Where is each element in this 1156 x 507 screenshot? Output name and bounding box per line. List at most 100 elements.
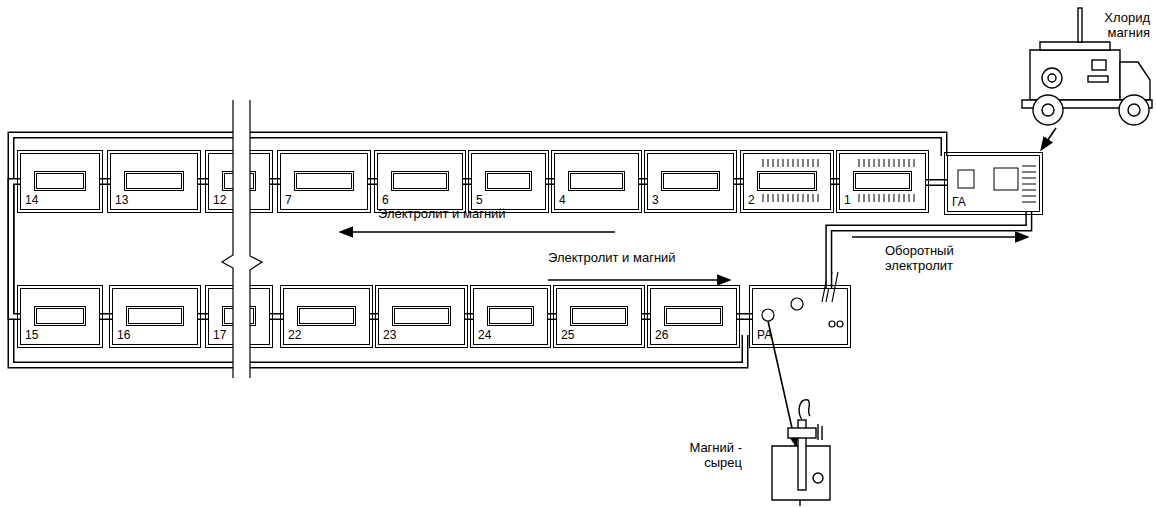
electrolysis-cell: 1 [839, 153, 926, 210]
channel-inner [270, 180, 280, 184]
electrolysis-cell: 24 [473, 288, 548, 345]
channel-outline [270, 313, 283, 320]
cell-number: ГА [952, 195, 1035, 209]
channel-inner [926, 181, 947, 185]
cell-number: 12 [213, 193, 265, 207]
melt-channel [548, 316, 556, 317]
truck-illustration [1022, 8, 1152, 125]
cell-number: 7 [285, 193, 363, 207]
electrolysis-cell: 2 [743, 153, 831, 210]
electrolysis-cell: 4 [554, 153, 639, 210]
channel-inner [642, 315, 650, 319]
electrolysis-cell: 14 [20, 153, 100, 210]
channel-inner [548, 315, 556, 319]
cell-number: 17 [213, 328, 265, 342]
melt-channel [368, 181, 377, 182]
cell-number: 24 [478, 328, 543, 342]
cell-number: 15 [25, 328, 95, 342]
channel-outline [270, 178, 280, 185]
melt-channel [270, 181, 280, 182]
melt-channel [734, 181, 743, 182]
channel-outline [642, 313, 650, 320]
cell-number: 23 [383, 328, 460, 342]
channel-outline [639, 178, 647, 185]
cell-number: 14 [25, 193, 95, 207]
channel-inner [734, 180, 743, 184]
channel-outline [370, 313, 378, 320]
anode-slot [36, 173, 84, 189]
channel-outline [546, 178, 554, 185]
anode-slot [36, 308, 84, 324]
electrolysis-cell: 7 [280, 153, 368, 210]
cell-number: 6 [382, 193, 458, 207]
channel-outline [926, 179, 947, 186]
cell-number: 22 [288, 328, 365, 342]
melt-channel [100, 316, 112, 317]
anode-slot [489, 308, 532, 324]
channel-outline [100, 313, 112, 320]
channel-inner [100, 180, 110, 184]
anode-slot [570, 173, 623, 189]
cell-number: 16 [117, 328, 193, 342]
flow-label: Магний - сырец [676, 440, 742, 470]
channel-outline [548, 313, 556, 320]
channel-inner [465, 315, 473, 319]
melt-channel [11, 182, 20, 317]
melt-channel [198, 181, 208, 182]
melt-channel [198, 316, 208, 317]
electrolysis-cell: 17 [208, 288, 270, 345]
electrolysis-cell: 3 [647, 153, 734, 210]
channel-inner [368, 180, 377, 184]
cell-number: 5 [476, 193, 541, 207]
melt-channel [100, 181, 110, 182]
electrolysis-cell: 23 [378, 288, 465, 345]
melt-channel [463, 181, 471, 182]
channel-outline [734, 178, 743, 185]
channel-inner [198, 315, 208, 319]
electrolysis-cell: 13 [110, 153, 198, 210]
outer-channel [11, 135, 944, 365]
channel-outline [198, 313, 208, 320]
melt-channel [546, 181, 554, 182]
electrolysis-cell: 6 [377, 153, 463, 210]
electrolysis-cell: 25 [556, 288, 642, 345]
channel-inner [737, 315, 752, 319]
channel-outline [737, 313, 752, 320]
flow-label: Хлорид магния [1070, 10, 1150, 40]
electrolysis-cell: 12 [208, 153, 270, 210]
channel-inner [270, 315, 283, 319]
melt-channel [831, 181, 839, 182]
channel-inner [370, 315, 378, 319]
anode-slot [487, 173, 530, 189]
channel-outline [465, 313, 473, 320]
head-unit-parts [958, 166, 1036, 202]
channel-inner [546, 180, 554, 184]
cell-number: 13 [115, 193, 193, 207]
melt-channel [642, 316, 650, 317]
electrolysis-cell: 22 [283, 288, 370, 345]
anode-slot [126, 173, 182, 189]
anode-slot [663, 173, 718, 189]
channel-outline [831, 178, 839, 185]
cell-number: 2 [748, 193, 826, 207]
melt-channel [926, 182, 947, 183]
melt-channel [639, 181, 647, 182]
channel-outline [100, 178, 110, 185]
flow-arrows [340, 128, 1056, 446]
electrolysis-cell: 5 [471, 153, 546, 210]
channel-outline [829, 212, 1029, 288]
anode-slot [299, 308, 354, 324]
electrolysis-cell: 15 [20, 288, 100, 345]
ladle-illustration [772, 400, 830, 506]
channel-inner [198, 180, 208, 184]
channel-outline [11, 182, 20, 317]
aggregate-box: ГА [947, 155, 1040, 212]
cell-number: 4 [559, 193, 634, 207]
channel-outline [198, 178, 208, 185]
channel-inner [829, 212, 1029, 288]
anode-slot [224, 173, 254, 189]
channel-inner [639, 180, 647, 184]
anode-slot [296, 173, 352, 189]
electrolysis-cell: 26 [650, 288, 737, 345]
anode-slot [666, 308, 721, 324]
